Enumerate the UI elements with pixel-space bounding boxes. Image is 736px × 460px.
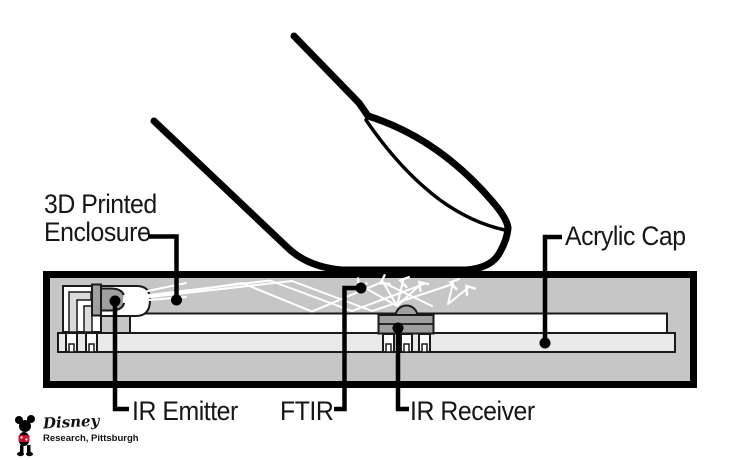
receiver-pins	[382, 333, 431, 353]
finger-underside-edge	[150, 117, 512, 274]
ir-receiver-assembly	[377, 304, 435, 353]
callout-acrylic-cap-dot	[539, 337, 551, 349]
callout-ir-emitter-dot	[109, 295, 121, 307]
logo-subtitle: Research, Pittsburgh	[43, 433, 139, 444]
callout-ir-receiver-line	[395, 328, 409, 412]
callout-ftir-dot	[355, 282, 367, 294]
label-ir-emitter: IR Emitter	[132, 396, 238, 426]
callout-ftir-line	[334, 285, 361, 412]
callout-enclosure-dot	[171, 294, 182, 306]
ir-ray-3	[123, 280, 433, 313]
callout-acrylic-cap-line	[542, 234, 562, 343]
callout-dots	[109, 282, 551, 349]
label-ftir: FTIR	[280, 396, 334, 426]
fingernail-top-edge	[364, 112, 512, 232]
acrylic-cap-strip	[57, 332, 676, 353]
logo-brand-wordmark: Disney	[42, 411, 100, 433]
callout-ir-emitter-line	[112, 301, 129, 412]
ir-ray-2	[123, 279, 451, 313]
fingernail-bottom-edge	[364, 118, 507, 232]
callout-enclosure-line	[148, 234, 179, 300]
device-cross-section	[43, 271, 697, 388]
label-3d-printed-enclosure: 3D Printed Enclosure	[44, 189, 157, 247]
label-acrylic-cap: Acrylic Cap	[565, 221, 686, 251]
emitter-led-flange	[91, 283, 102, 317]
label-ir-receiver: IR Receiver	[410, 396, 535, 426]
callout-lines	[112, 234, 562, 412]
callout-ir-receiver-dot	[392, 322, 404, 334]
mickey-mouse-icon	[15, 415, 35, 457]
disney-research-logo: Disney Research, Pittsburgh	[10, 411, 190, 457]
emitter-pins	[65, 332, 98, 353]
finger-top-edge	[290, 32, 372, 120]
ir-rays	[123, 273, 477, 313]
finger-outline	[150, 32, 512, 274]
